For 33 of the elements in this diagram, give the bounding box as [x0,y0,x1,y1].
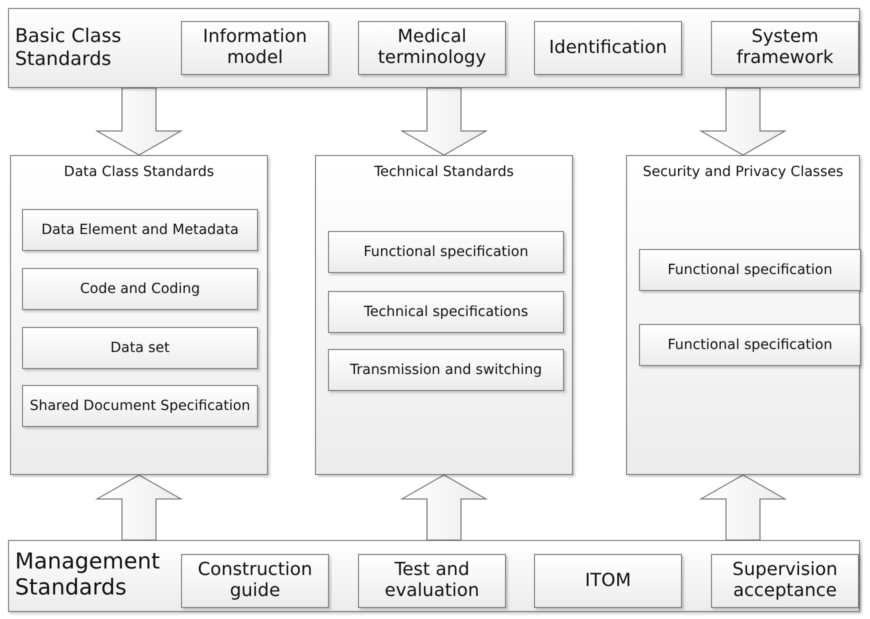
category-panel [626,155,860,475]
category-band [8,8,860,88]
block-arrow [699,88,787,156]
standard-box: Code and Coding [22,268,258,310]
category-band [8,540,860,612]
standard-box: System framework [711,21,859,75]
category-title: Data Class Standards [62,164,216,180]
standard-box: Functional specification [639,249,861,291]
standard-box: Test and evaluation [358,554,506,608]
category-title: Basic Class Standards [15,25,122,71]
category-title: Security and Privacy Classes [642,164,844,180]
standard-box: Medical terminology [358,21,506,75]
standard-box: Identification [534,21,682,75]
category-title: Management Standards [15,550,161,602]
standard-box: Data Element and Metadata [22,209,258,251]
block-arrow [95,88,183,156]
standard-box: Shared Document Specification [22,385,258,427]
standard-box: Supervision acceptance [711,554,859,608]
standard-box: ITOM [534,554,682,608]
block-arrow [699,474,787,540]
block-arrow [400,88,488,156]
category-panel [10,155,268,475]
block-arrow [400,474,488,540]
category-title: Technical Standards [373,164,515,180]
standard-box: Information model [181,21,329,75]
category-panel [315,155,573,475]
standard-box: Functional specification [639,324,861,366]
block-arrow [95,474,183,540]
standard-box: Data set [22,327,258,369]
standard-box: Transmission and switching [328,349,564,391]
standard-box: Functional specification [328,231,564,273]
standard-box: Construction guide [181,554,329,608]
standard-box: Technical specifications [328,291,564,333]
